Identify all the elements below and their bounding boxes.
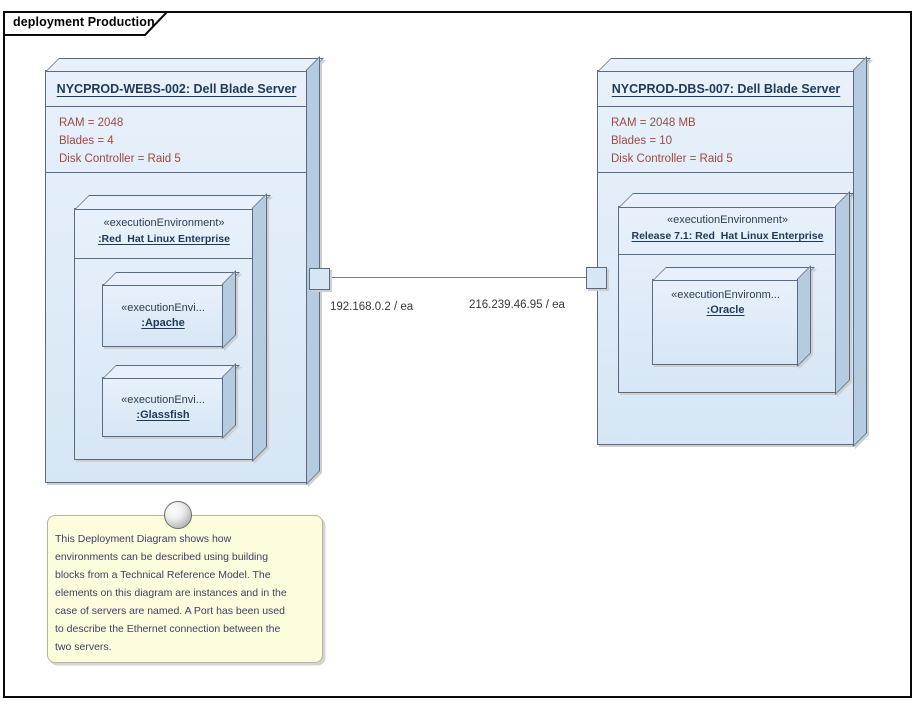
node-attributes: RAM = 2048 MB Blades = 10 Disk Controlle…: [598, 107, 854, 173]
execution-environment-glassfish[interactable]: «executionEnvi... :Glassfish: [102, 377, 224, 437]
note[interactable]: This Deployment Diagram shows how enviro…: [47, 501, 323, 663]
attribute-row: Disk Controller = Raid 5: [611, 153, 733, 165]
node-left-server[interactable]: NYCPROD-WEBS-002: Dell Blade Server RAM …: [45, 70, 308, 483]
node-right-server[interactable]: NYCPROD-DBS-007: Dell Blade Server RAM =…: [597, 70, 855, 445]
frame-tab: [3, 11, 170, 36]
execution-environment-release71[interactable]: «executionEnvironment» Release 7.1: Red …: [618, 206, 837, 393]
node-title: NYCPROD-WEBS-002: Dell Blade Server: [46, 71, 307, 107]
node-title: NYCPROD-DBS-007: Dell Blade Server: [598, 71, 854, 107]
node-attributes: RAM = 2048 Blades = 4 Disk Controller = …: [46, 107, 307, 173]
ee-stereotype: «executionEnvironment»: [103, 217, 225, 229]
execution-environment-oracle[interactable]: «executionEnvironm... :Oracle: [652, 279, 799, 365]
diagram-frame: [3, 11, 912, 698]
ethernet-connector[interactable]: [330, 277, 587, 278]
ee-name: :Oracle: [706, 304, 745, 316]
attribute-row: Disk Controller = Raid 5: [59, 153, 181, 165]
attribute-row: Blades = 10: [611, 135, 673, 147]
ee-name: :Red Hat Linux Enterprise: [98, 233, 230, 245]
port-label-right: 216.239.46.95 / ea: [469, 299, 565, 311]
execution-environment-apache[interactable]: «executionEnvi... :Apache: [102, 284, 224, 347]
note-knob-icon: [164, 501, 192, 529]
ee-title-compartment: «executionEnvironment» Release 7.1: Red …: [619, 207, 836, 255]
ee-stereotype: «executionEnvi...: [121, 393, 205, 406]
port-label-left: 192.168.0.2 / ea: [330, 301, 414, 313]
diagram-title: deployment Production: [13, 15, 155, 29]
port-right[interactable]: [586, 267, 607, 289]
attribute-row: Blades = 4: [59, 135, 114, 147]
port-left[interactable]: [309, 268, 330, 290]
attribute-row: RAM = 2048: [59, 117, 124, 129]
ee-name: Release 7.1: Red Hat Linux Enterprise: [631, 230, 824, 242]
ee-stereotype: «executionEnvironment»: [666, 214, 789, 226]
ee-name: :Apache: [141, 317, 185, 329]
execution-environment-redhat[interactable]: «executionEnvironment» :Red Hat Linux En…: [74, 208, 254, 460]
ee-stereotype: «executionEnvironm...: [671, 289, 780, 301]
note-text: This Deployment Diagram shows how enviro…: [55, 533, 287, 653]
ee-stereotype: «executionEnvi...: [121, 302, 205, 314]
ee-title-compartment: «executionEnvironment» :Red Hat Linux En…: [75, 209, 253, 259]
attribute-row: RAM = 2048 MB: [611, 117, 696, 129]
ee-name: :Glassfish: [136, 408, 190, 421]
